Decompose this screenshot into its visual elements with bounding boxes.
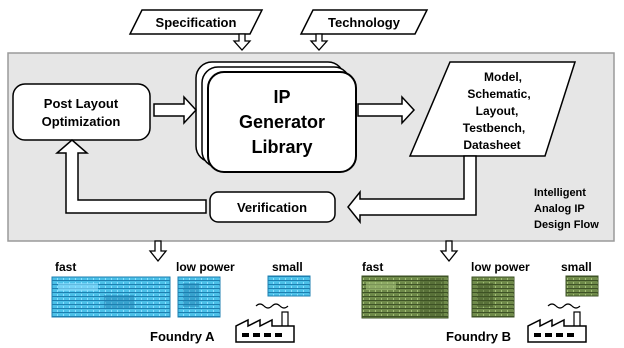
foundry-b-low-power-layout bbox=[471, 276, 515, 318]
svg-text:Model,: Model, bbox=[484, 70, 522, 84]
svg-text:Analog IP: Analog IP bbox=[534, 203, 585, 215]
svg-text:fast: fast bbox=[55, 260, 76, 274]
generator-to-outputs-arrow bbox=[357, 95, 416, 125]
foundry-a-section: fast low power small Foundry A bbox=[51, 260, 311, 344]
foundry-a-low-power-layout bbox=[177, 276, 221, 318]
post-layout-optimization-box: Post Layout Optimization bbox=[12, 83, 151, 141]
svg-text:Technology: Technology bbox=[328, 15, 401, 30]
svg-text:Testbench,: Testbench, bbox=[463, 121, 525, 135]
foundry-b-fast-layout bbox=[361, 275, 449, 319]
svg-text:Verification: Verification bbox=[237, 200, 307, 215]
foundry-a-factory-icon bbox=[235, 303, 295, 343]
outputs-to-verification-arrow bbox=[347, 155, 477, 225]
foundry-a-small-layout bbox=[267, 275, 311, 297]
technology-input: Technology bbox=[299, 9, 429, 35]
tech-down-arrow bbox=[309, 33, 329, 51]
foundry-b-small-layout bbox=[565, 275, 599, 297]
svg-text:IP: IP bbox=[273, 87, 290, 107]
foundry-b-section: fast low power small Foundry B bbox=[361, 260, 599, 344]
svg-text:Layout,: Layout, bbox=[476, 104, 519, 118]
svg-text:Optimization: Optimization bbox=[42, 114, 121, 129]
optimization-to-generator-arrow bbox=[153, 95, 198, 125]
svg-text:Generator: Generator bbox=[239, 112, 325, 132]
outputs-box: Model, Schematic, Layout, Testbench, Dat… bbox=[408, 61, 577, 157]
svg-text:small: small bbox=[272, 260, 303, 274]
svg-text:small: small bbox=[561, 260, 592, 274]
foundry-b-down-arrow bbox=[439, 240, 459, 263]
svg-text:Intelligent: Intelligent bbox=[534, 187, 586, 199]
foundry-a-fast-layout bbox=[51, 276, 171, 318]
svg-text:Schematic,: Schematic, bbox=[467, 87, 530, 101]
svg-text:low power: low power bbox=[176, 260, 235, 274]
verification-to-optimization-arrow bbox=[54, 139, 207, 214]
foundry-b-factory-icon bbox=[527, 303, 587, 343]
svg-text:Post Layout: Post Layout bbox=[44, 96, 119, 111]
svg-text:fast: fast bbox=[362, 260, 383, 274]
svg-text:Specification: Specification bbox=[156, 15, 237, 30]
svg-text:Foundry B: Foundry B bbox=[446, 329, 511, 344]
svg-text:Datasheet: Datasheet bbox=[463, 138, 520, 152]
ip-generator-library: IP Generator Library bbox=[195, 61, 357, 173]
svg-text:low power: low power bbox=[471, 260, 530, 274]
verification-box: Verification bbox=[209, 191, 336, 223]
foundry-a-down-arrow bbox=[148, 240, 168, 263]
spec-down-arrow bbox=[232, 33, 252, 51]
svg-text:Design Flow: Design Flow bbox=[534, 219, 599, 231]
svg-text:Library: Library bbox=[251, 137, 312, 157]
svg-text:Foundry A: Foundry A bbox=[150, 329, 215, 344]
specification-input: Specification bbox=[128, 9, 264, 35]
flow-title: Intelligent Analog IP Design Flow bbox=[534, 187, 599, 231]
